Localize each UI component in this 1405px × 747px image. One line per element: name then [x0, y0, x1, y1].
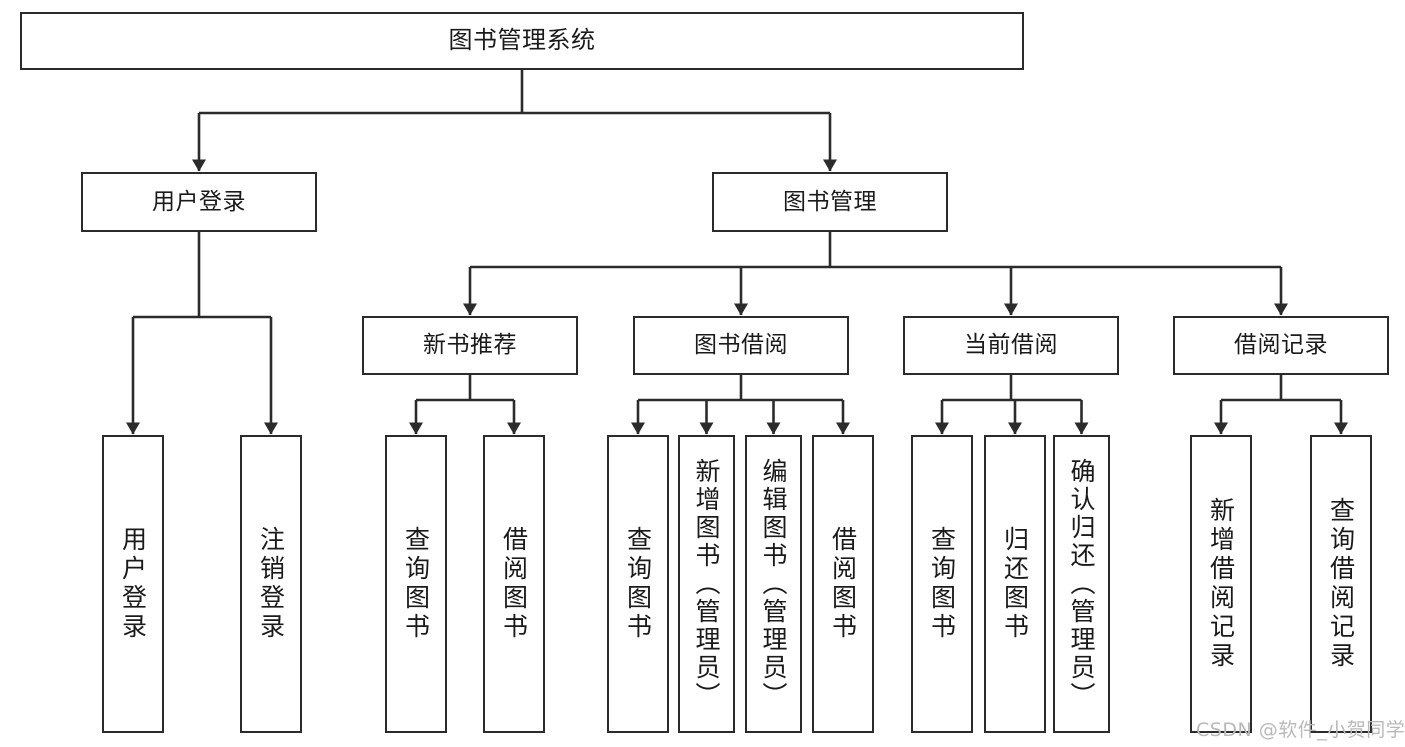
node-label: 新增图书（管理员） [692, 458, 721, 710]
node-borrow-record[interactable]: 借阅记录 [1173, 316, 1389, 375]
node-label: 借阅图书 [499, 526, 529, 642]
node-book-borrow[interactable]: 图书借阅 [633, 316, 849, 375]
node-leaf-borrow-book-rec[interactable]: 借阅图书 [483, 435, 545, 733]
node-label: 查询图书 [401, 526, 431, 642]
node-leaf-query-borrow-rec[interactable]: 查询借阅记录 [1310, 435, 1372, 733]
node-book-manage[interactable]: 图书管理 [712, 172, 948, 232]
node-leaf-query-book-cur[interactable]: 查询图书 [911, 435, 973, 733]
node-label: 确认归还（管理员） [1067, 458, 1096, 710]
node-current-borrow[interactable]: 当前借阅 [903, 316, 1119, 375]
node-leaf-add-borrow-rec[interactable]: 新增借阅记录 [1190, 435, 1252, 733]
watermark-text: CSDN @软件_小贺同学 [1196, 719, 1405, 741]
node-leaf-query-book-rec[interactable]: 查询图书 [385, 435, 447, 733]
node-leaf-borrow-book-bw[interactable]: 借阅图书 [812, 435, 874, 733]
node-label: 查询图书 [927, 526, 957, 642]
node-label: 图书管理 [783, 188, 877, 215]
node-new-book-rec[interactable]: 新书推荐 [362, 316, 578, 375]
node-label: 查询借阅记录 [1326, 497, 1356, 671]
node-label: 编辑图书（管理员） [759, 458, 788, 710]
node-label: 借阅记录 [1234, 332, 1328, 359]
node-leaf-return-book[interactable]: 归还图书 [984, 435, 1046, 733]
node-leaf-user-login[interactable]: 用户登录 [102, 435, 164, 733]
node-label: 用户登录 [118, 526, 148, 642]
node-leaf-add-book-admin[interactable]: 新增图书（管理员） [678, 435, 735, 733]
node-label: 归还图书 [1000, 526, 1030, 642]
node-root[interactable]: 图书管理系统 [20, 12, 1024, 70]
node-label: 当前借阅 [964, 332, 1058, 359]
node-leaf-user-logout[interactable]: 注销登录 [240, 435, 302, 733]
node-label: 借阅图书 [828, 526, 858, 642]
node-leaf-edit-book-admin[interactable]: 编辑图书（管理员） [745, 435, 802, 733]
node-leaf-query-book-bw[interactable]: 查询图书 [607, 435, 669, 733]
node-label: 查询图书 [623, 526, 653, 642]
node-label: 注销登录 [256, 526, 286, 642]
node-label: 用户登录 [152, 188, 246, 215]
node-label: 图书管理系统 [448, 26, 596, 55]
node-user-login[interactable]: 用户登录 [81, 172, 317, 232]
node-label: 图书借阅 [694, 332, 788, 359]
node-label: 新书推荐 [423, 332, 517, 359]
node-leaf-confirm-return[interactable]: 确认归还（管理员） [1053, 435, 1110, 733]
node-label: 新增借阅记录 [1206, 497, 1236, 671]
